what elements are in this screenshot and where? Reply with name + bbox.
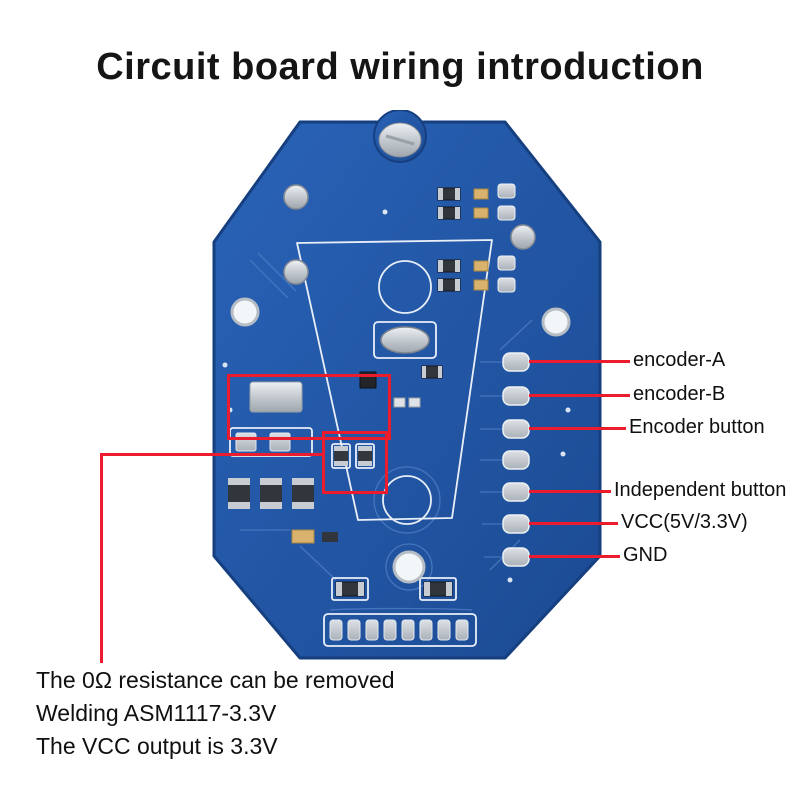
callout-label-encoder-b: encoder-B <box>633 383 726 405</box>
callout-label-encoder-a: encoder-A <box>633 349 726 371</box>
notes-block: The 0Ω resistance can be removed Welding… <box>36 664 395 763</box>
smd-components-bottom <box>335 581 453 597</box>
smd-components-top-right <box>437 183 516 221</box>
note-line-2: Welding ASM1117-3.3V <box>36 700 277 726</box>
pointer-line-horizontal <box>100 453 324 456</box>
note-line-3: The VCC output is 3.3V <box>36 733 278 759</box>
pad-vcc <box>502 514 530 534</box>
page-title: Circuit board wiring introduction <box>96 46 704 88</box>
pcb-photo <box>212 110 602 660</box>
screw-holes <box>283 184 536 285</box>
zero-ohm-resistors <box>334 446 372 466</box>
screw-icon <box>510 224 536 250</box>
mounting-holes <box>230 297 571 584</box>
pointer-line-vertical <box>100 453 103 663</box>
pad-encoder-button <box>502 419 530 439</box>
pcb-silkscreen <box>229 239 493 647</box>
pad-unlabeled <box>502 450 530 470</box>
callout-label-encoder-button: Encoder button <box>629 416 765 438</box>
callout-label-vcc: VCC(5V/3.3V) <box>621 511 748 533</box>
pcb-traces <box>240 252 533 611</box>
callout-label-independent-button: Independent button <box>614 479 787 501</box>
callout-line-independent-button <box>529 490 611 493</box>
callout-line-gnd <box>529 555 620 558</box>
highlight-box-large <box>227 374 391 440</box>
callout-label-gnd: GND <box>623 544 668 566</box>
top-screw-slot <box>385 134 415 146</box>
smd-components-bottom-left <box>228 478 338 544</box>
screw-icon <box>283 184 309 210</box>
smd-components-top-right <box>437 255 516 293</box>
screw-icon <box>283 259 309 285</box>
note-line-1: The 0Ω resistance can be removed <box>36 667 395 693</box>
bottom-pads <box>329 619 469 641</box>
highlight-box-small <box>322 431 388 494</box>
callout-line-vcc <box>529 522 618 525</box>
crystal-oscillator <box>380 326 430 354</box>
callout-line-encoder-b <box>529 394 630 397</box>
pad-encoder-a <box>502 352 530 372</box>
callout-line-encoder-button <box>529 427 626 430</box>
pad-gnd <box>502 547 530 567</box>
pad-independent-button <box>502 482 530 502</box>
callout-line-encoder-a <box>529 360 630 363</box>
header-pads <box>502 352 530 567</box>
pad-encoder-b <box>502 386 530 406</box>
